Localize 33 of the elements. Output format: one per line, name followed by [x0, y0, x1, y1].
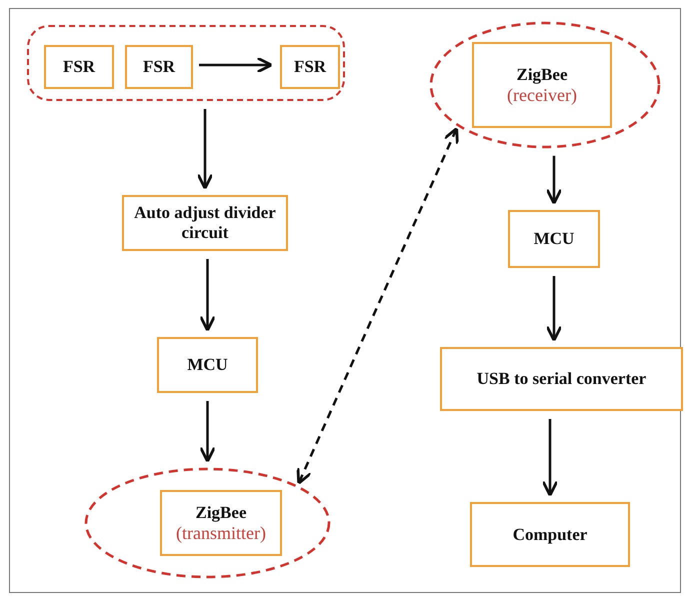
dashed-ellipse — [85, 468, 330, 578]
arrow — [199, 401, 216, 463]
node-label: MCU — [187, 355, 228, 375]
process-box — [44, 45, 114, 89]
process-box — [508, 210, 600, 268]
arrow — [196, 109, 214, 190]
arrow — [199, 56, 273, 74]
arrow — [199, 259, 216, 332]
process-box — [470, 502, 630, 567]
node-label: USB to serial converter — [476, 369, 646, 389]
node-label: ZigBee — [196, 502, 246, 522]
process-box — [280, 45, 340, 89]
process-box — [472, 42, 612, 128]
process-box — [160, 490, 282, 556]
node-label: FSR — [62, 57, 96, 77]
process-box — [157, 337, 258, 393]
node-label: FSR — [142, 57, 176, 77]
dashed-group-box — [27, 25, 345, 101]
role-label: (transmitter) — [176, 522, 266, 544]
dashed-ellipse — [430, 22, 660, 148]
node-label: Auto adjust divider circuit — [133, 203, 277, 243]
arrow — [546, 156, 562, 205]
node-label: FSR — [294, 57, 326, 77]
process-box — [122, 195, 288, 251]
role-label: (receiver) — [507, 84, 577, 106]
node-label: MCU — [534, 229, 574, 249]
node-label: ZigBee — [516, 64, 568, 84]
node-label: Computer — [512, 524, 588, 544]
process-box — [125, 45, 193, 89]
arrow — [546, 276, 562, 342]
process-box — [440, 347, 683, 411]
arrow — [542, 419, 558, 497]
dashed-arrow — [296, 127, 459, 485]
